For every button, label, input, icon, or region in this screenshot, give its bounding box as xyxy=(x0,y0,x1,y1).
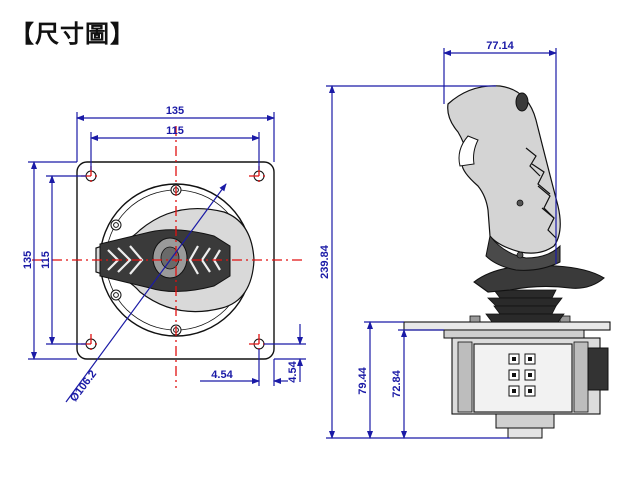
dim-hole-spacing-x: 115 xyxy=(166,125,184,137)
dim-height-below-flange: 79.44 xyxy=(357,366,369,394)
sensor-body xyxy=(473,343,573,413)
base-flange xyxy=(403,321,611,331)
dim-ring-diameter: Ø106.2 xyxy=(68,368,99,404)
dim-plate-width: 135 xyxy=(166,105,184,117)
dim-hole-spacing-y: 115 xyxy=(40,251,52,269)
dim-plate-height: 135 xyxy=(22,251,34,269)
bellows-boot xyxy=(485,289,565,323)
dim-handle-offset: 77.14 xyxy=(486,40,514,52)
dim-body-height: 72.84 xyxy=(391,369,403,397)
dim-hole-edge-y: 4.54 xyxy=(287,360,299,382)
side-view: 77.14 239.84 79.44 72.84 xyxy=(319,40,611,439)
dim-hole-edge-x: 4.54 xyxy=(211,369,233,381)
top-view: 135 115 135 115 4.54 4.54 Ø106.2 xyxy=(22,105,306,404)
page-title: 【尺寸圖】 xyxy=(10,20,135,48)
dim-total-height: 239.84 xyxy=(319,244,331,279)
joystick-grip xyxy=(447,85,561,254)
